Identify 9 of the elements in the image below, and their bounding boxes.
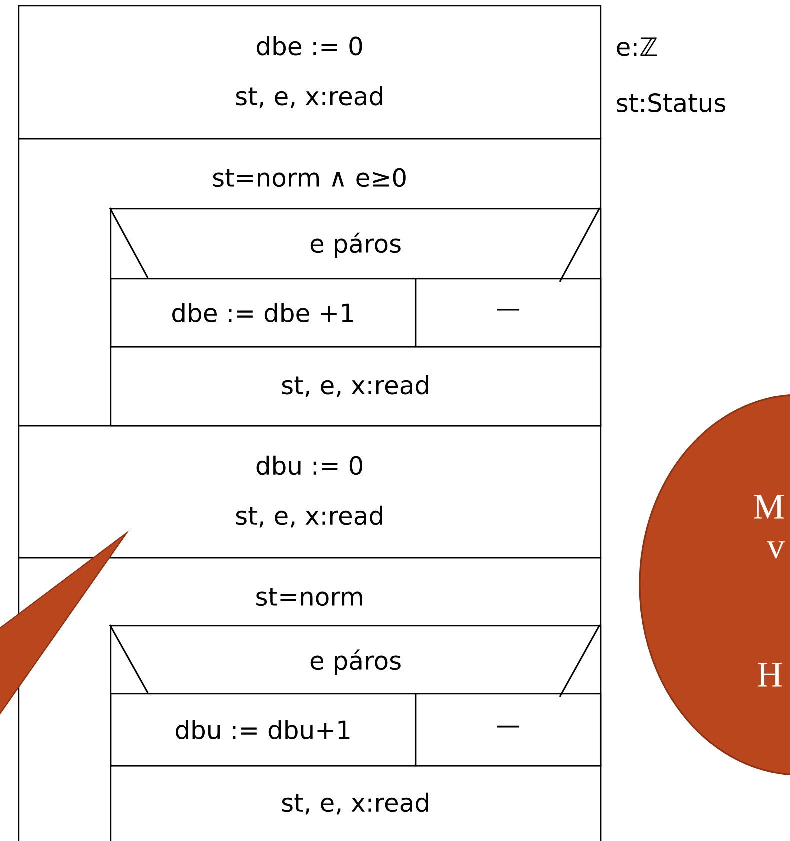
statement-box: dbu := dbu+1 <box>110 693 417 767</box>
statement-box: dbu := 0 st, e, x:read <box>18 425 602 559</box>
statement-box: dbe := 0 st, e, x:read <box>18 5 602 140</box>
speech-bubble: M v H <box>639 394 790 776</box>
statement-box: st, e, x:read <box>110 765 602 841</box>
statement-box: — <box>415 278 602 348</box>
statement-box: dbe := dbe +1 <box>110 278 417 348</box>
statement-box: — <box>415 693 602 767</box>
statement-box: st, e, x:read <box>110 346 602 427</box>
